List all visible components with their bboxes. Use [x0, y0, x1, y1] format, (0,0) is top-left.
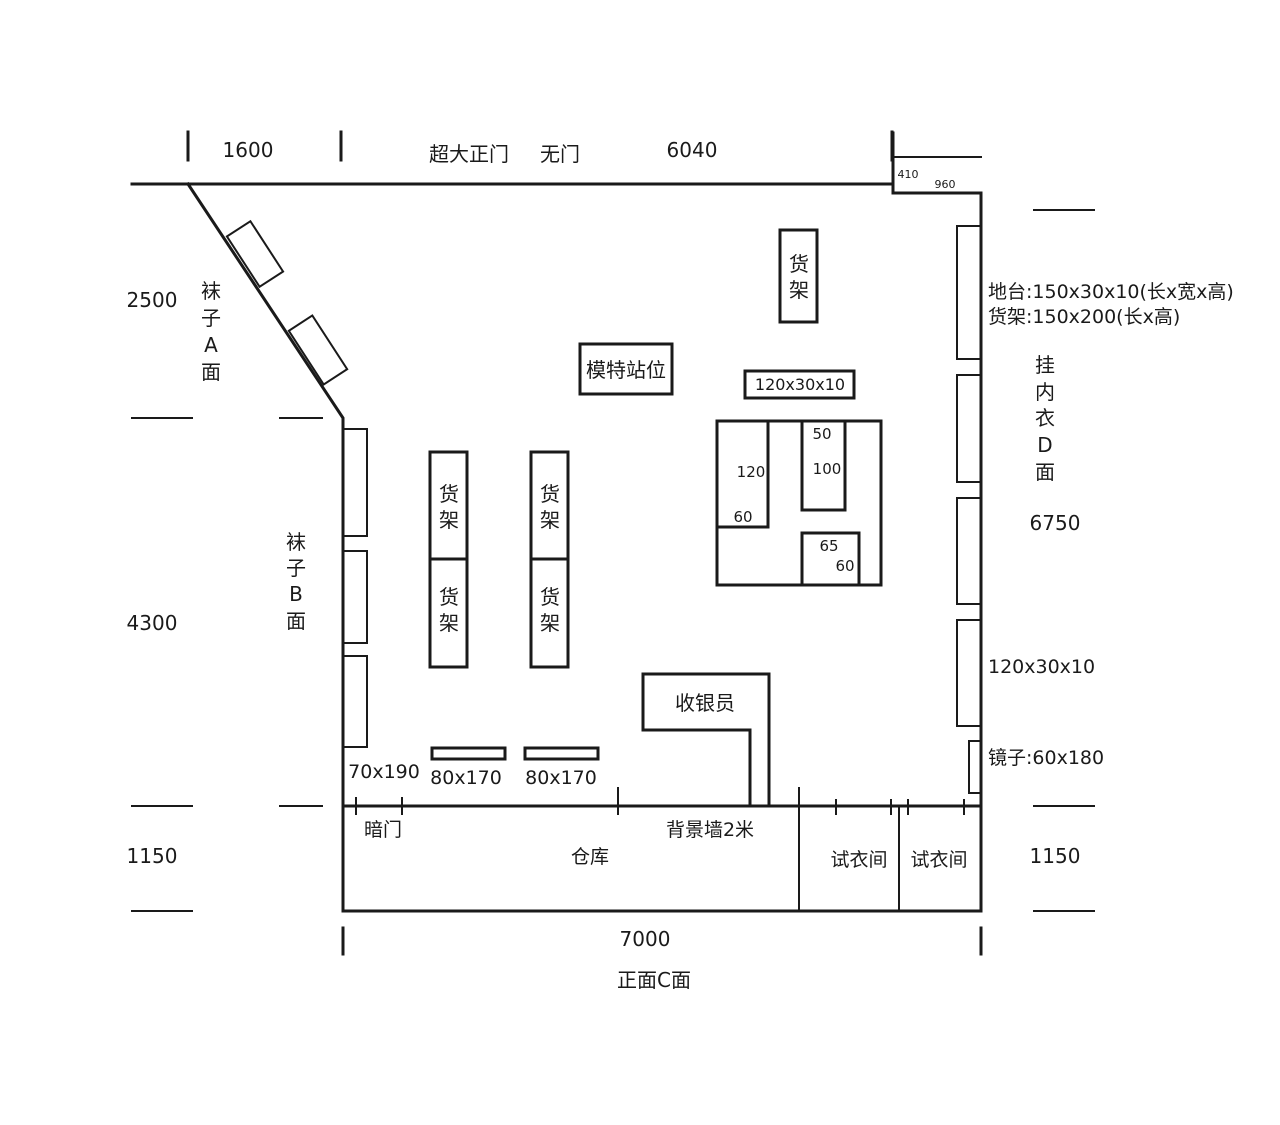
b-face-label-2: 子: [286, 556, 306, 580]
island-dim: 60: [835, 557, 854, 575]
shelf-label: 货: [439, 482, 459, 506]
model-stand: [578, 342, 674, 396]
d-face-panel: [956, 225, 982, 360]
shelf-label: 货: [439, 585, 459, 609]
mirror: [968, 740, 982, 794]
d-face-panel: [956, 374, 982, 483]
island-dim: 50: [812, 425, 831, 443]
corner-dim-b: 960: [935, 178, 956, 191]
fitting-room-2-label: 试衣间: [910, 849, 967, 871]
shelf-label: 架: [439, 508, 459, 532]
dim-right-d: 6750: [1030, 511, 1081, 535]
a-face-rack: [287, 314, 349, 386]
corner-dim-a: 410: [898, 168, 919, 181]
shelf-spec: 货架:150x200(长x高): [988, 306, 1180, 328]
dim-right-bottom: 1150: [1030, 844, 1081, 868]
d-face-label-1: 挂: [1035, 353, 1055, 377]
a-face-label-2: 子: [201, 306, 221, 330]
bench-1-label: 80x170: [430, 767, 502, 789]
dim-left-a: 2500: [127, 288, 178, 312]
labels: 1600 6040 超大正门 无门 410 960 2500 4300 1150…: [127, 138, 1234, 992]
b-face-panels: [342, 428, 368, 748]
shelf-top-right: [778, 228, 819, 324]
dimension-guides: [131, 130, 1095, 956]
b-face-panel: [342, 550, 368, 644]
dim-top-right: 6040: [667, 138, 718, 162]
island-frame: [715, 419, 883, 587]
cashier-counter-outer: [641, 672, 771, 808]
d-face-label-4: D: [1037, 433, 1052, 457]
shelf-label: 货: [540, 482, 560, 506]
island-display: [715, 419, 883, 587]
a-face-racks: [225, 219, 349, 386]
no-door-label: 无门: [540, 142, 580, 166]
right-platform-spec: 120x30x10: [988, 656, 1095, 678]
outer-walls: [130, 131, 983, 913]
d-face-label-3: 衣: [1035, 406, 1055, 430]
a-face-label-1: 袜: [201, 279, 221, 303]
b-face-panel: [342, 428, 368, 537]
fitting-room-1-label: 试衣间: [830, 849, 887, 871]
d-face-panel: [956, 497, 982, 605]
shelf-label: 架: [540, 508, 560, 532]
backdrop-label: 背景墙2米: [666, 819, 754, 841]
back-area: [341, 787, 983, 912]
island-block-bottom: [800, 531, 861, 587]
shelf-label: 架: [540, 611, 560, 635]
b-face-label-3: B: [289, 582, 303, 606]
center-platform: [743, 369, 856, 400]
cashier-counter-inner: [641, 728, 752, 808]
bench-2-label: 80x170: [525, 767, 597, 789]
d-face-panel: [956, 619, 982, 727]
b-face-label-1: 袜: [286, 530, 306, 554]
dim-top-left: 1600: [223, 138, 274, 162]
shelf-label: 架: [439, 611, 459, 635]
dim-left-b: 4300: [127, 611, 178, 635]
island-dim: 65: [819, 537, 838, 555]
island-block-top: [800, 419, 847, 512]
a-face-rack: [225, 219, 285, 289]
island-dim: 100: [813, 460, 842, 478]
platform-spec: 地台:150x30x10(长x宽x高): [988, 281, 1234, 303]
model-stand-label: 模特站位: [586, 358, 666, 382]
d-face-label-5: 面: [1035, 460, 1055, 484]
shelf-mid-lower: [529, 557, 570, 669]
hidden-door-label: 暗门: [364, 819, 402, 841]
shelf-label: 架: [789, 278, 809, 302]
shelf-left-lower: [428, 557, 469, 669]
d-face-panels: [956, 225, 982, 794]
shelf-label: 货: [540, 585, 560, 609]
mirror-spec: 镜子:60x180: [988, 747, 1104, 769]
shelves: [428, 228, 819, 669]
shop-outline: [185, 131, 983, 913]
bench-left-label: 70x190: [348, 761, 420, 783]
a-face-label-4: 面: [201, 360, 221, 384]
b-face-label-4: 面: [286, 609, 306, 633]
bench-2: [523, 746, 600, 761]
main-door-label: 超大正门: [429, 142, 509, 166]
b-face-panel: [342, 655, 368, 748]
a-face-label-3: A: [204, 333, 218, 357]
island-dim: 120: [737, 463, 766, 481]
dim-bottom: 7000: [620, 927, 671, 951]
front-c-face-label: 正面C面: [617, 968, 691, 992]
bench-1: [430, 746, 507, 761]
island-block-left: [715, 419, 770, 529]
d-face-label-2: 内: [1035, 380, 1055, 404]
warehouse-label: 仓库: [571, 846, 609, 868]
cashier-label: 收银员: [675, 691, 735, 715]
island-dim: 60: [733, 508, 752, 526]
center-platform-label: 120x30x10: [755, 375, 845, 394]
shelf-label: 货: [789, 252, 809, 276]
dim-left-bottom: 1150: [127, 844, 178, 868]
